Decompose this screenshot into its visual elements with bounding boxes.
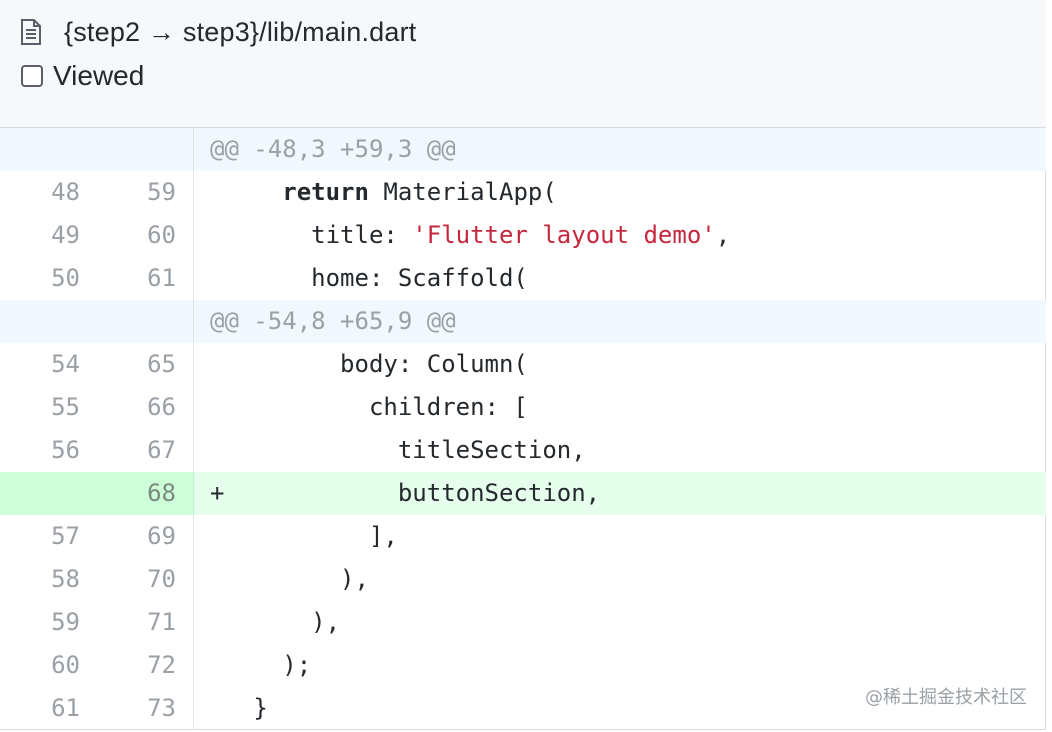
- file-path[interactable]: {step2 → step3}/lib/main.dart: [64, 16, 417, 47]
- old-line-number[interactable]: 59: [51, 608, 80, 636]
- new-line-number[interactable]: 72: [97, 644, 194, 687]
- file-text-icon: [21, 19, 41, 45]
- old-line-number[interactable]: 61: [51, 694, 80, 722]
- old-line-number[interactable]: 60: [51, 651, 80, 679]
- viewed-checkbox[interactable]: [21, 65, 43, 87]
- new-line-number[interactable]: 70: [97, 558, 194, 601]
- old-line-number[interactable]: 50: [51, 264, 80, 292]
- new-line-number[interactable]: 65: [97, 343, 194, 386]
- old-line-number[interactable]: 49: [51, 221, 80, 249]
- old-line-number[interactable]: 58: [51, 565, 80, 593]
- hunk-header: @@ -54,8 +65,9 @@: [194, 300, 1046, 343]
- hunk-header: @@ -48,3 +59,3 @@: [194, 128, 1046, 171]
- code-line: );: [210, 651, 312, 679]
- diff-line: 58 70 ),: [0, 558, 1046, 601]
- watermark: @稀土掘金技术社区: [865, 687, 1027, 708]
- hunk-old-line-cell: [0, 300, 97, 343]
- diff-line-added: 68+ buttonSection,: [0, 472, 1046, 515]
- diff-line: 60 72 );: [0, 644, 1046, 687]
- diff-line: 54 65 body: Column(: [0, 343, 1046, 386]
- code-line: titleSection,: [210, 436, 586, 464]
- new-line-number[interactable]: 61: [97, 257, 194, 300]
- code-line: ),: [210, 608, 341, 636]
- new-line-number[interactable]: 73: [97, 687, 194, 730]
- old-line-number[interactable]: [0, 472, 97, 515]
- diff-line: 57 69 ],: [0, 515, 1046, 558]
- hunk-header-row: @@ -54,8 +65,9 @@: [0, 300, 1046, 343]
- diff-table: @@ -48,3 +59,3 @@ 48 59 return MaterialApp…: [0, 128, 1046, 730]
- code-line: body: Column(: [210, 350, 528, 378]
- new-line-number[interactable]: 66: [97, 386, 194, 429]
- new-line-number[interactable]: 68: [97, 472, 194, 515]
- code-line: ],: [210, 522, 398, 550]
- diff-line: 48 59 return MaterialApp(: [0, 171, 1046, 214]
- hunk-new-line-cell: [97, 128, 194, 171]
- old-line-number[interactable]: 54: [51, 350, 80, 378]
- new-line-number[interactable]: 60: [97, 214, 194, 257]
- old-line-number[interactable]: 55: [51, 393, 80, 421]
- new-line-number[interactable]: 67: [97, 429, 194, 472]
- diff-line: 61 73 }: [0, 687, 1046, 730]
- diff-line: 49 60 title: 'Flutter layout demo',: [0, 214, 1046, 257]
- file-path-row: {step2 → step3}/lib/main.dart: [20, 12, 417, 52]
- new-line-number[interactable]: 69: [97, 515, 194, 558]
- hunk-new-line-cell: [97, 300, 194, 343]
- old-line-number[interactable]: 48: [51, 178, 80, 206]
- new-line-number[interactable]: 59: [97, 171, 194, 214]
- old-line-number[interactable]: 56: [51, 436, 80, 464]
- viewed-toggle[interactable]: Viewed: [21, 56, 144, 96]
- hunk-header-row: @@ -48,3 +59,3 @@: [0, 128, 1046, 171]
- code-line: }: [210, 694, 268, 722]
- diff-line: 55 66 children: [: [0, 386, 1046, 429]
- code-line: title: 'Flutter layout demo',: [210, 221, 731, 249]
- diff-line: 56 67 titleSection,: [0, 429, 1046, 472]
- code-line: home: Scaffold(: [210, 264, 528, 292]
- diff-line: 59 71 ),: [0, 601, 1046, 644]
- code-line: return MaterialApp(: [282, 178, 557, 206]
- new-line-number[interactable]: 71: [97, 601, 194, 644]
- old-line-number[interactable]: 57: [51, 522, 80, 550]
- code-line: children: [: [210, 393, 528, 421]
- code-line: + buttonSection,: [194, 472, 1046, 515]
- code-line: ),: [210, 565, 369, 593]
- diff-line: 50 61 home: Scaffold(: [0, 257, 1046, 300]
- viewed-label: Viewed: [53, 60, 145, 91]
- hunk-old-line-cell: [0, 128, 97, 171]
- file-header: {step2 → step3}/lib/main.dart Viewed: [0, 0, 1046, 128]
